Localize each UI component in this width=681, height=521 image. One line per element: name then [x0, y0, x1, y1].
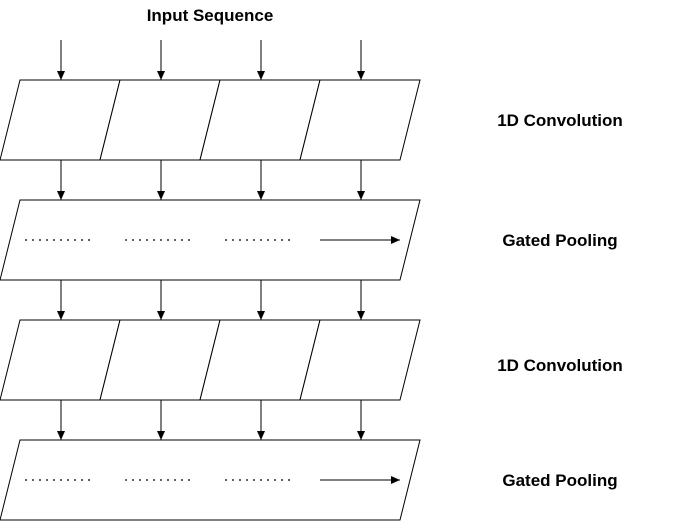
pool-block	[0, 199, 421, 281]
input-sequence-label: Input Sequence	[147, 6, 274, 25]
conv-cell	[299, 319, 421, 401]
conv-cell	[199, 79, 321, 161]
connector-arrows-1	[57, 160, 365, 200]
conv-layer-1	[0, 79, 421, 161]
conv-cell	[0, 319, 121, 401]
layer-1-label: 1D Convolution	[497, 111, 623, 130]
conv-cell	[99, 79, 221, 161]
conv-cell	[299, 79, 421, 161]
layer-4-label: Gated Pooling	[502, 471, 617, 490]
connector-arrows-3	[57, 400, 365, 440]
layer-3-label: 1D Convolution	[497, 356, 623, 375]
pool-layer-2	[0, 439, 421, 521]
layer-2-label: Gated Pooling	[502, 231, 617, 250]
pool-block	[0, 439, 421, 521]
conv-cell	[99, 319, 221, 401]
conv-cell	[199, 319, 321, 401]
connector-arrows-2	[57, 280, 365, 320]
conv-cell	[0, 79, 121, 161]
input-arrows	[57, 40, 365, 80]
pool-layer-1	[0, 199, 421, 281]
conv-layer-2	[0, 319, 421, 401]
